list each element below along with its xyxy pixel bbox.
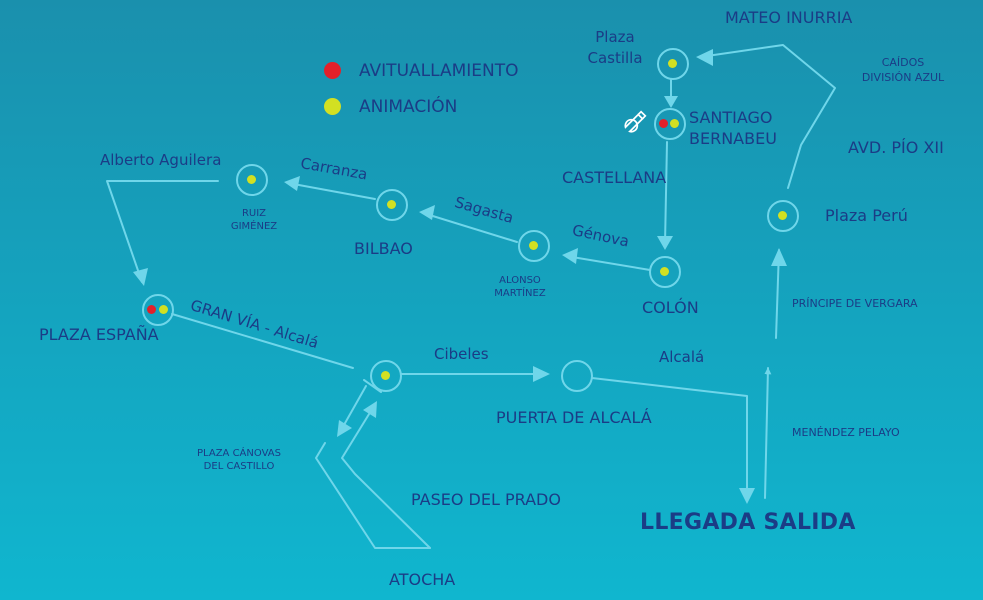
dot-plaza-espana-animacion [159,305,168,314]
label-puerta-alcala: PUERTA DE ALCALÁ [496,408,652,427]
label-llegada-salida: LLEGADA SALIDA [640,510,856,535]
station-ring-cibeles [370,360,402,392]
route-genova [565,255,651,271]
legend-refreshment-label: AVITUALLAMIENTO [359,61,519,81]
route-gran-via [171,313,354,369]
label-principe-vergara: PRÍNCIPE DE VERGARA [792,297,918,310]
station-ring-plaza-peru [767,200,799,232]
route-arrow-prado-down [337,420,352,437]
label-atocha: ATOCHA [389,570,456,589]
station-ring-alonso-martinez [518,230,550,262]
dot-bernabeu-avituallamiento [659,119,668,128]
route-arrow-castellana-top [664,96,678,108]
station-ring-plaza-castilla [657,48,689,80]
station-ring-santiago-bernabeu [654,108,686,140]
station-ring-puerta-alcala [561,360,593,392]
label-plaza-canovas: PLAZA CÁNOVAS DEL CASTILLO [197,448,281,472]
label-avd-pio-xii: AVD. PÍO XII [848,138,944,157]
route-arrow-prado-up [363,401,377,418]
route-arrow-principe [771,248,787,266]
route-arrow-carranza [284,176,300,191]
route-carranza [287,182,376,200]
label-alcala: Alcalá [659,348,705,366]
label-mateo-inurria: MATEO INURRIA [725,8,853,27]
route-castellana [664,141,668,245]
route-prado-south [315,442,431,549]
station-ring-bilbao [376,189,408,221]
route-pio-xii [699,44,836,189]
route-arrow-castellana [657,236,673,250]
route-arrow-genova [562,248,578,264]
route-arrow-sagasta [419,205,435,220]
dot-ruiz-gimenez-animacion [247,175,256,184]
dot-bilbao-animacion [387,200,396,209]
route-alberto-aguilera [106,180,219,283]
route-arrow-mateo [696,49,713,66]
label-menendez-pelayo: MENÉNDEZ PELAYO [792,426,900,439]
dot-bernabeu-animacion [670,119,679,128]
dot-plaza-castilla-animacion [668,59,677,68]
route-arrow-aguilera [133,268,148,286]
label-bilbao: BILBAO [354,239,413,258]
route-prado-return [363,379,382,393]
label-colon: COLÓN [642,298,699,317]
station-ring-ruiz-gimenez [236,164,268,196]
label-plaza-castilla: Plaza Castilla [587,28,643,67]
legend-entertainment-dot [324,98,341,115]
station-ring-colon [649,256,681,288]
label-alonso-martinez: ALONSO MARTÍNEZ [494,275,546,299]
route-prado-north [341,405,431,549]
dot-plaza-peru-animacion [778,211,787,220]
dot-colon-animacion [660,267,669,276]
label-plaza-espana: PLAZA ESPAÑA [39,325,159,344]
dot-cibeles-animacion [381,371,390,380]
legend-refreshment-dot [324,62,341,79]
label-castellana: CASTELLANA [562,168,667,187]
route-menendez-pelayo [764,367,772,499]
dot-plaza-espana-avituallamiento [147,305,156,314]
legend-entertainment-label: ANIMACIÓN [359,97,458,117]
route-alcala-finish [591,377,748,499]
dot-alonso-martinez-animacion [529,241,538,250]
label-ruiz-gimenez: RUIZ GIMÉNEZ [230,208,278,232]
route-arrow-finish [739,488,755,504]
label-santiago-bernabeu: SANTIAGO BERNABEU [689,108,777,148]
label-alberto-aguilera: Alberto Aguilera [100,151,222,169]
label-plaza-peru: Plaza Perú [825,206,908,225]
wrench-icon [624,110,647,133]
route-sagasta [422,212,518,243]
label-paseo-del-prado: PASEO DEL PRADO [411,490,561,509]
station-ring-plaza-espana [142,294,174,326]
route-arrow-alcala [533,366,550,382]
label-cibeles: Cibeles [434,345,489,363]
label-caidos-division-azul: CAÍDOS DIVISIÓN AZUL [861,56,945,84]
